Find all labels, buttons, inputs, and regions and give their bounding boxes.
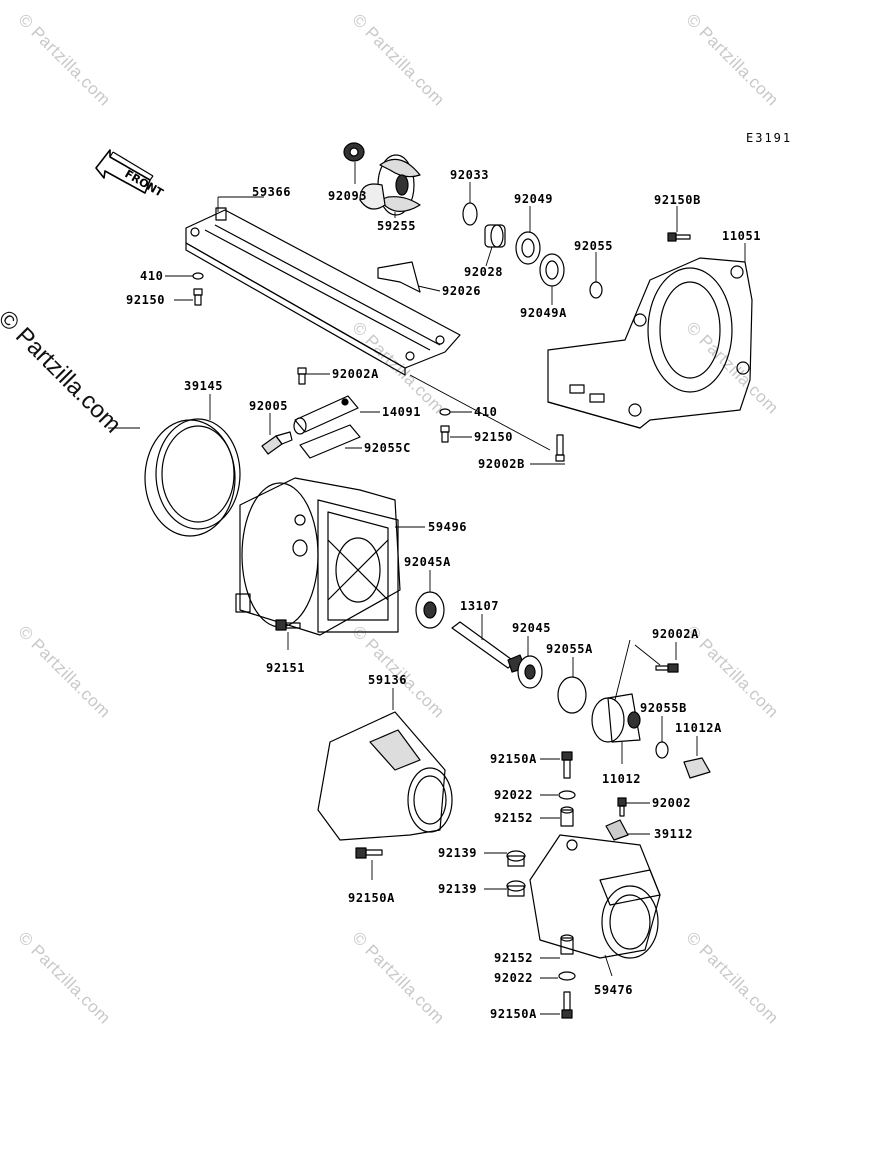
diagram-code: E3191 [746, 131, 793, 145]
part-label: 92139 [438, 882, 478, 896]
collar-92028 [484, 224, 506, 248]
part-label: 92049A [520, 306, 567, 320]
plate-92026 [377, 261, 421, 293]
part-label: 92152 [494, 951, 534, 965]
bolt-92002 [617, 797, 627, 817]
o-ring-92055A [557, 676, 587, 714]
part-label: 39112 [654, 827, 694, 841]
part-label: 92152 [494, 811, 534, 825]
part-label: 92139 [438, 846, 478, 860]
part-label: 92002B [478, 457, 525, 471]
bolt-92002A [655, 663, 679, 673]
pump-cover-11051 [547, 257, 753, 429]
steering-nozzle-59476 [529, 834, 661, 959]
part-label: 92002A [652, 627, 699, 641]
impeller-59255 [359, 154, 421, 216]
leader-lines [108, 162, 746, 1015]
part-label: 92002 [652, 796, 692, 810]
part-label: 92045 [512, 621, 552, 635]
part-label: 14091 [382, 405, 422, 419]
o-ring-92055B [655, 741, 669, 759]
part-label: 59496 [428, 520, 468, 534]
part-label: 410 [140, 269, 164, 283]
part-label: 92150 [126, 293, 166, 307]
washer-92022 [558, 790, 576, 800]
collar-92152 [560, 806, 574, 827]
part-label: 92002A [332, 367, 379, 381]
part-label: 92022 [494, 788, 534, 802]
seal-92049A [539, 253, 565, 287]
fitting-92005 [261, 431, 293, 455]
front-arrow-icon [95, 149, 154, 194]
cap-11012 [591, 693, 641, 743]
part-label: 92026 [442, 284, 482, 298]
bolt-92002A [297, 367, 307, 385]
part-label: 59366 [252, 185, 292, 199]
pump-housing-59496 [235, 477, 401, 636]
part-label: 39145 [184, 379, 224, 393]
part-label: 13107 [460, 599, 500, 613]
part-label: 59136 [368, 673, 408, 687]
bolt-92150A [561, 751, 573, 779]
bolt-92150A [561, 991, 573, 1019]
part-label: 92150A [490, 1007, 537, 1021]
bolt-92150 [440, 425, 450, 443]
part-label: 59255 [377, 219, 417, 233]
part-label: 92055B [640, 701, 687, 715]
part-label: 92022 [494, 971, 534, 985]
part-label: 11012A [675, 721, 722, 735]
o-ring-92055 [589, 281, 603, 299]
part-label: 92055A [546, 642, 593, 656]
part-label: 92049 [514, 192, 554, 206]
part-label: 92150A [348, 891, 395, 905]
washer-410 [192, 272, 204, 280]
bushing-92139 [506, 850, 526, 867]
bolt-92150B [667, 232, 691, 242]
part-label: 92028 [464, 265, 504, 279]
nut-92093 [343, 142, 365, 162]
bearing-92045 [517, 655, 543, 689]
plug-11012A [683, 757, 711, 779]
seal-92049 [515, 231, 541, 265]
part-label: 92150A [490, 752, 537, 766]
part-label: 11051 [722, 229, 762, 243]
part-label: 92045A [404, 555, 451, 569]
mounting-plate-59366 [185, 207, 461, 376]
part-label: 92150B [654, 193, 701, 207]
bolt-92150A [355, 847, 383, 859]
nozzle-59136 [317, 711, 453, 841]
lever-39112 [605, 819, 629, 841]
bolt-92150 [193, 288, 203, 306]
part-label: 59476 [594, 983, 634, 997]
part-label: 92150 [474, 430, 514, 444]
part-label: 92033 [450, 168, 490, 182]
gasket-92055C [299, 424, 361, 459]
collar-92152 [560, 934, 574, 955]
bearing-92045A [415, 591, 445, 629]
part-label: 92093 [328, 189, 368, 203]
washer-92022 [558, 971, 576, 981]
part-label: 410 [474, 405, 498, 419]
bushing-92139 [506, 880, 526, 897]
washer-410 [439, 408, 451, 416]
bolt-92002B [555, 434, 565, 462]
part-label: 92151 [266, 661, 306, 675]
part-label: 92005 [249, 399, 289, 413]
snap-ring-92033 [462, 202, 478, 226]
part-label: 92055 [574, 239, 614, 253]
part-label: 92055C [364, 441, 411, 455]
ring-39145 [144, 418, 241, 537]
cover-14091 [293, 395, 359, 435]
bolt-92151 [275, 619, 301, 631]
part-label: 11012 [602, 772, 642, 786]
